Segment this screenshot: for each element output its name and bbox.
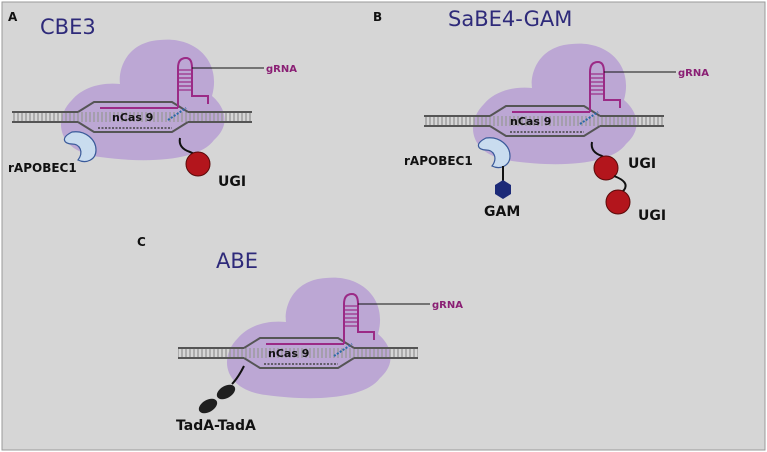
ncas9-label: nCas 9 xyxy=(510,115,551,128)
ncas9-label: nCas 9 xyxy=(112,111,153,124)
rapobec1-shape xyxy=(63,131,97,163)
rapobec1-shape xyxy=(477,137,511,169)
grna-label: gRNA xyxy=(678,68,709,79)
grna-label: gRNA xyxy=(266,64,297,75)
tada-linker xyxy=(231,365,245,385)
ncas9-label: nCas 9 xyxy=(268,347,309,360)
grna-structure xyxy=(266,292,430,345)
panel-b-letter: B xyxy=(373,10,382,24)
panel-b-title: SaBE4-GAM xyxy=(448,7,572,31)
gam-label: GAM xyxy=(484,204,520,220)
panel-c-abe: C ABE gRNA nCas 9 xyxy=(137,235,463,434)
panel-b-sabe4-gam: B SaBE4-GAM gRNA nCas 9 r xyxy=(373,7,709,224)
rapobec1-label: rAPOBEC1 xyxy=(8,161,77,175)
tada-label: TadA-TadA xyxy=(176,418,256,434)
rapobec1-label: rAPOBEC1 xyxy=(404,154,473,168)
tada-ellipse-1 xyxy=(216,384,236,400)
tada-ellipse-2 xyxy=(198,398,218,414)
panel-a-title: CBE3 xyxy=(40,15,96,39)
panel-c-title: ABE xyxy=(216,249,258,273)
grna-label: gRNA xyxy=(432,300,463,311)
dna-double-strand xyxy=(12,101,252,133)
dna-double-strand xyxy=(424,105,664,137)
panel-c-letter: C xyxy=(137,235,146,249)
ugi-label: UGI xyxy=(218,174,246,190)
grna-structure xyxy=(512,60,676,113)
ugi-label-2: UGI xyxy=(638,208,666,224)
panel-a-letter: A xyxy=(8,10,18,24)
ugi-circle xyxy=(185,151,211,177)
dna-double-strand xyxy=(178,337,418,369)
ugi-label-1: UGI xyxy=(628,156,656,172)
grna-structure xyxy=(100,56,264,109)
gam-hexagon xyxy=(495,180,511,199)
panel-a-cbe3: A CBE3 gRN xyxy=(8,10,297,190)
ugi-circle-2 xyxy=(605,189,631,215)
ugi-circle-1 xyxy=(593,155,619,181)
